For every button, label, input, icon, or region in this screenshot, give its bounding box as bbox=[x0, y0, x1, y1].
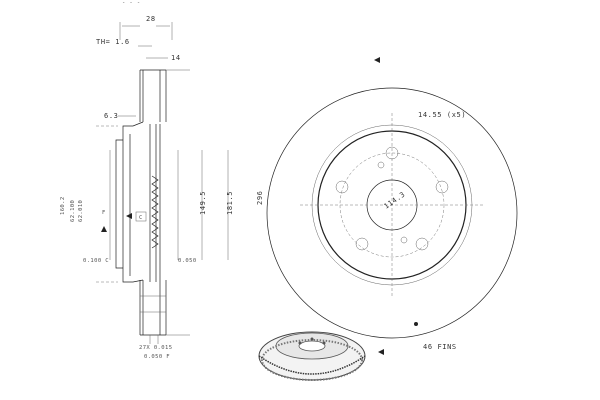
pcd-dimension: 114.3 bbox=[383, 190, 407, 210]
datum-c-marker-icon bbox=[126, 213, 132, 219]
fin-marker-dot bbox=[414, 322, 418, 326]
datum-f-label: F bbox=[102, 210, 106, 216]
arrow-bottom-icon bbox=[378, 349, 384, 355]
offset-dimension-14: 14 bbox=[171, 54, 181, 62]
section-view: - - - 28 TH= 1.6 14 6.3 bbox=[60, 0, 264, 360]
diameter-62-100: 62.100 bbox=[70, 200, 76, 222]
outer-rim-circle bbox=[266, 87, 518, 339]
diameter-62-010: 62.010 bbox=[78, 200, 84, 222]
runout-tolerance-right: 0.050 bbox=[178, 258, 197, 264]
min-thickness-dimension: TH= 1.6 bbox=[96, 38, 130, 46]
datum-c-label: C bbox=[139, 215, 143, 221]
thickness-variation-tolerance: 27X 0.015 bbox=[139, 345, 172, 351]
flatness-tolerance: 0.050 F bbox=[144, 354, 170, 360]
stud-hole-2 bbox=[335, 180, 349, 194]
runout-tolerance-left: 0.100 C bbox=[83, 258, 109, 264]
stud-hole-5 bbox=[415, 237, 429, 251]
diameter-296: 296 bbox=[256, 191, 264, 205]
top-partial-dimension: - - - bbox=[122, 0, 141, 6]
diameter-149-5: 149.5 bbox=[199, 191, 207, 215]
fins-count-label: 46 FINS bbox=[423, 343, 457, 351]
disc-render bbox=[258, 331, 366, 381]
stud-hole-dimension: 14.55 (x5) bbox=[418, 111, 466, 119]
diameter-160-2: 160.2 bbox=[60, 196, 66, 215]
stud-hole-4 bbox=[355, 237, 369, 251]
width-dimension-28: 28 bbox=[146, 15, 156, 23]
face-view: 14.55 (x5) 114.3 bbox=[266, 57, 518, 339]
hat-dimension-6-3: 6.3 bbox=[104, 112, 118, 120]
pcd-circle bbox=[339, 152, 445, 258]
stud-hole-3 bbox=[435, 180, 449, 194]
diameter-181-5: 181.5 bbox=[226, 191, 234, 215]
arrow-top-icon bbox=[374, 57, 380, 63]
datum-f-marker-icon bbox=[101, 226, 107, 232]
